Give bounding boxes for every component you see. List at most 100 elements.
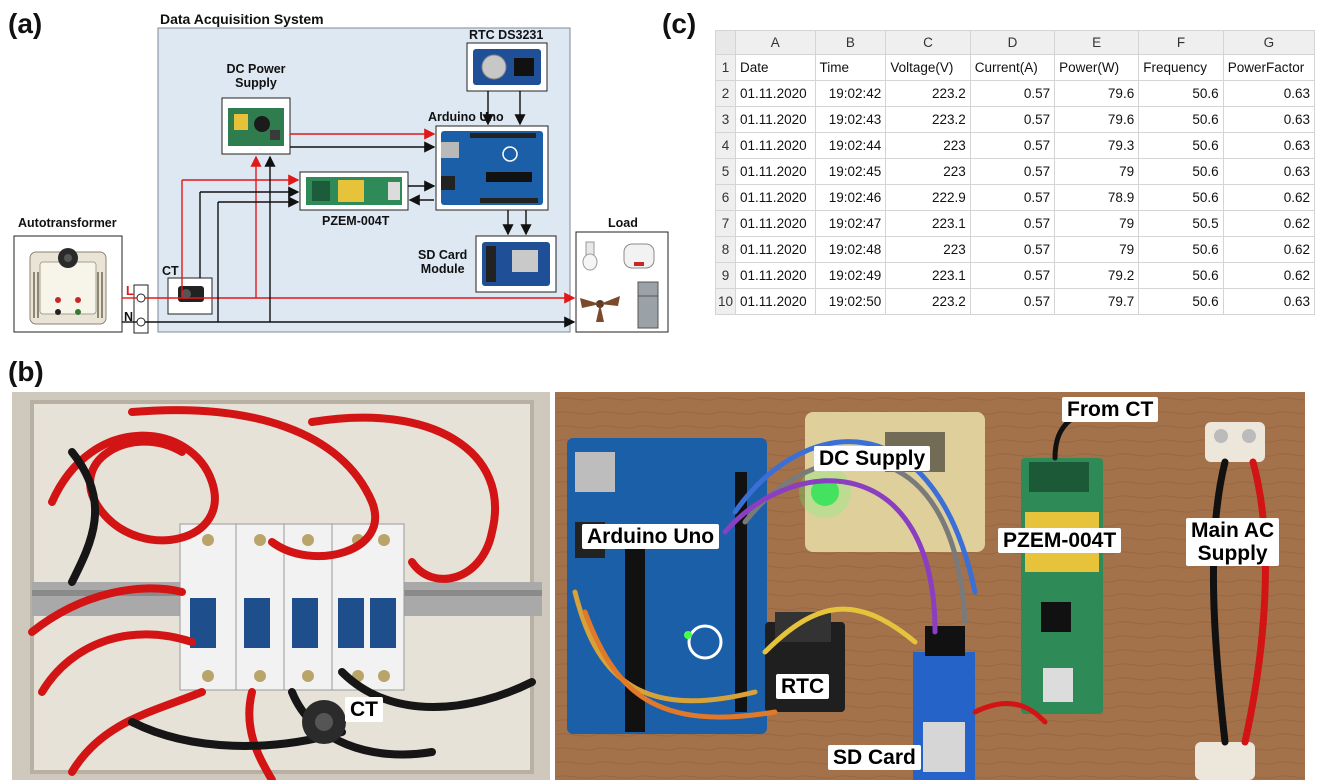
cell[interactable]: 01.11.2020: [735, 158, 816, 185]
cell[interactable]: 01.11.2020: [735, 262, 816, 289]
cell[interactable]: 19:02:42: [814, 80, 887, 107]
cell[interactable]: 223.2: [885, 288, 971, 315]
cell[interactable]: 0.63: [1222, 132, 1316, 159]
sd-card-label-line1: SD Card: [418, 248, 468, 262]
cell[interactable]: 0.63: [1222, 288, 1316, 315]
cell[interactable]: 223: [885, 158, 971, 185]
panel-b-letter: (b): [8, 356, 44, 387]
photo-label-dc-supply: DC Supply: [814, 446, 931, 472]
cell[interactable]: 223.2: [885, 106, 971, 133]
photo-label-arduino-uno: Arduino Uno: [582, 524, 720, 550]
sd-card-module-photo-icon: [913, 626, 975, 780]
row-header[interactable]: 3: [714, 106, 737, 133]
cell[interactable]: 50.6: [1138, 236, 1224, 263]
cell[interactable]: 79: [1054, 236, 1140, 263]
cell[interactable]: 0.57: [969, 132, 1056, 159]
cell[interactable]: PowerFactor: [1222, 54, 1316, 81]
cell[interactable]: 19:02:43: [814, 106, 887, 133]
cell[interactable]: 79.3: [1054, 132, 1140, 159]
cell[interactable]: 223.2: [885, 80, 971, 107]
cell[interactable]: 19:02:45: [814, 158, 887, 185]
cell[interactable]: 50.6: [1138, 158, 1224, 185]
column-header-b[interactable]: B: [814, 30, 887, 55]
cell[interactable]: 0.62: [1222, 210, 1316, 237]
cell[interactable]: 79: [1054, 158, 1140, 185]
column-header-g[interactable]: G: [1222, 30, 1316, 55]
cell[interactable]: 19:02:44: [814, 132, 887, 159]
cell[interactable]: 222.9: [885, 184, 971, 211]
cell[interactable]: Voltage(V): [885, 54, 971, 81]
cell[interactable]: 01.11.2020: [735, 80, 816, 107]
cell[interactable]: 223.1: [885, 262, 971, 289]
cell[interactable]: 50.6: [1138, 80, 1224, 107]
cell[interactable]: 223: [885, 132, 971, 159]
cell[interactable]: 0.62: [1222, 262, 1316, 289]
power-lines: [122, 128, 576, 304]
cell[interactable]: 19:02:46: [814, 184, 887, 211]
row-header[interactable]: 1: [714, 54, 737, 81]
cell[interactable]: Date: [735, 54, 816, 81]
cell[interactable]: 0.63: [1222, 80, 1316, 107]
cell[interactable]: 0.57: [969, 158, 1056, 185]
cell[interactable]: 19:02:50: [814, 288, 887, 315]
column-header-e[interactable]: E: [1054, 30, 1140, 55]
cell[interactable]: 19:02:49: [814, 262, 887, 289]
column-header-c[interactable]: C: [885, 30, 971, 55]
row-header[interactable]: 7: [714, 210, 737, 237]
cell[interactable]: 50.6: [1138, 184, 1224, 211]
select-all-corner[interactable]: [714, 30, 737, 55]
column-header-f[interactable]: F: [1138, 30, 1224, 55]
column-header-d[interactable]: D: [969, 30, 1056, 55]
cell[interactable]: 79.6: [1054, 80, 1140, 107]
cell[interactable]: 50.6: [1138, 106, 1224, 133]
cell[interactable]: 0.63: [1222, 106, 1316, 133]
cell[interactable]: 0.57: [969, 288, 1056, 315]
cell[interactable]: 223.1: [885, 210, 971, 237]
dc-power-supply-label-line2: Supply: [235, 76, 277, 91]
cell[interactable]: 0.63: [1222, 158, 1316, 185]
cell[interactable]: 50.6: [1138, 262, 1224, 289]
photo-label-sd-card: SD Card: [828, 745, 921, 771]
cell[interactable]: 0.57: [969, 184, 1056, 211]
cell[interactable]: 0.57: [969, 262, 1056, 289]
cell[interactable]: 01.11.2020: [735, 210, 816, 237]
cell[interactable]: 0.57: [969, 80, 1056, 107]
light-bulb-icon: [582, 241, 598, 271]
row-header[interactable]: 9: [714, 262, 737, 289]
cell[interactable]: 0.57: [969, 236, 1056, 263]
pzem-module-icon: [299, 171, 409, 211]
cell[interactable]: 50.6: [1138, 288, 1224, 315]
cell[interactable]: 50.6: [1138, 132, 1224, 159]
cell[interactable]: Frequency: [1138, 54, 1224, 81]
cell[interactable]: 19:02:48: [814, 236, 887, 263]
cell[interactable]: 19:02:47: [814, 210, 887, 237]
row-header[interactable]: 8: [714, 236, 737, 263]
column-header-a[interactable]: A: [735, 30, 816, 55]
cell[interactable]: 01.11.2020: [735, 236, 816, 263]
cell[interactable]: Current(A): [969, 54, 1056, 81]
row-header[interactable]: 2: [714, 80, 737, 107]
cell[interactable]: 78.9: [1054, 184, 1140, 211]
row-header[interactable]: 10: [714, 288, 737, 315]
cell[interactable]: 0.57: [969, 106, 1056, 133]
row-header[interactable]: 5: [714, 158, 737, 185]
cell[interactable]: 79.6: [1054, 106, 1140, 133]
cell[interactable]: 223: [885, 236, 971, 263]
cell[interactable]: 01.11.2020: [735, 132, 816, 159]
cell[interactable]: 0.62: [1222, 236, 1316, 263]
cell[interactable]: 0.57: [969, 210, 1056, 237]
cell[interactable]: 0.62: [1222, 184, 1316, 211]
cell[interactable]: 01.11.2020: [735, 106, 816, 133]
cell[interactable]: Power(W): [1054, 54, 1140, 81]
ct-sensor-icon: [167, 277, 213, 315]
row-header[interactable]: 4: [714, 132, 737, 159]
cell[interactable]: 79.7: [1054, 288, 1140, 315]
cell[interactable]: 01.11.2020: [735, 288, 816, 315]
cell[interactable]: 79: [1054, 210, 1140, 237]
cell[interactable]: 79.2: [1054, 262, 1140, 289]
row-header[interactable]: 6: [714, 184, 737, 211]
cell[interactable]: 01.11.2020: [735, 184, 816, 211]
cell[interactable]: 50.5: [1138, 210, 1224, 237]
cell[interactable]: Time: [814, 54, 887, 81]
